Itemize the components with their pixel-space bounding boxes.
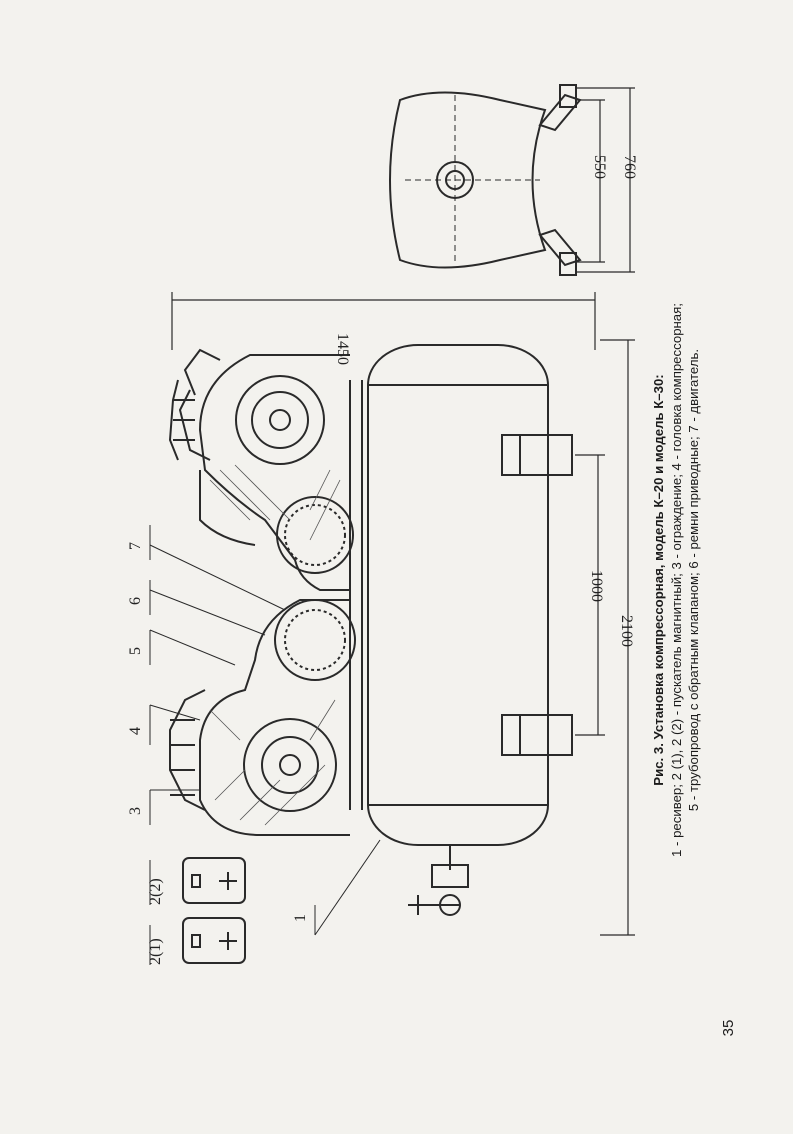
magnetic-starter-2-2 [182,857,246,904]
caption-line-2: 5 - трубопровод с обратным клапаном; 6 -… [686,348,701,812]
callout-leaders [149,525,381,965]
receiver-tank [367,344,549,916]
caption-title: Рис. 3. Установка компрессорная, модель … [651,374,666,786]
dim-foot-inner: 550 [591,155,608,179]
callout-4: 4 [127,727,144,735]
magnetic-starter-2-1 [182,917,246,964]
dimension-lines [171,87,635,936]
callout-7: 7 [127,542,144,550]
callout-5: 5 [127,647,144,655]
callout-2-1: 2(1) [147,938,164,965]
dim-support-spacing: 1000 [588,570,605,602]
end-view [389,84,582,276]
callout-6: 6 [127,597,144,605]
support-foot-top [501,434,573,476]
guard-upper [168,348,354,591]
page-number: 35 [720,1019,737,1037]
guard-mesh [209,464,341,826]
dim-foot-outer: 760 [621,155,638,179]
callout-1: 1 [292,914,309,922]
callout-3: 3 [127,807,144,815]
caption-line-1: 1 - ресивер; 2 (1), 2 (2) - пускатель ма… [668,303,684,857]
guard-lower [169,599,356,836]
figure-caption: Рис. 3. Установка компрессорная, модель … [650,250,740,910]
dim-length: 2100 [618,615,635,647]
dim-height: 1450 [334,333,351,365]
callout-2-2: 2(2) [147,878,164,905]
support-foot-bottom [501,714,573,756]
